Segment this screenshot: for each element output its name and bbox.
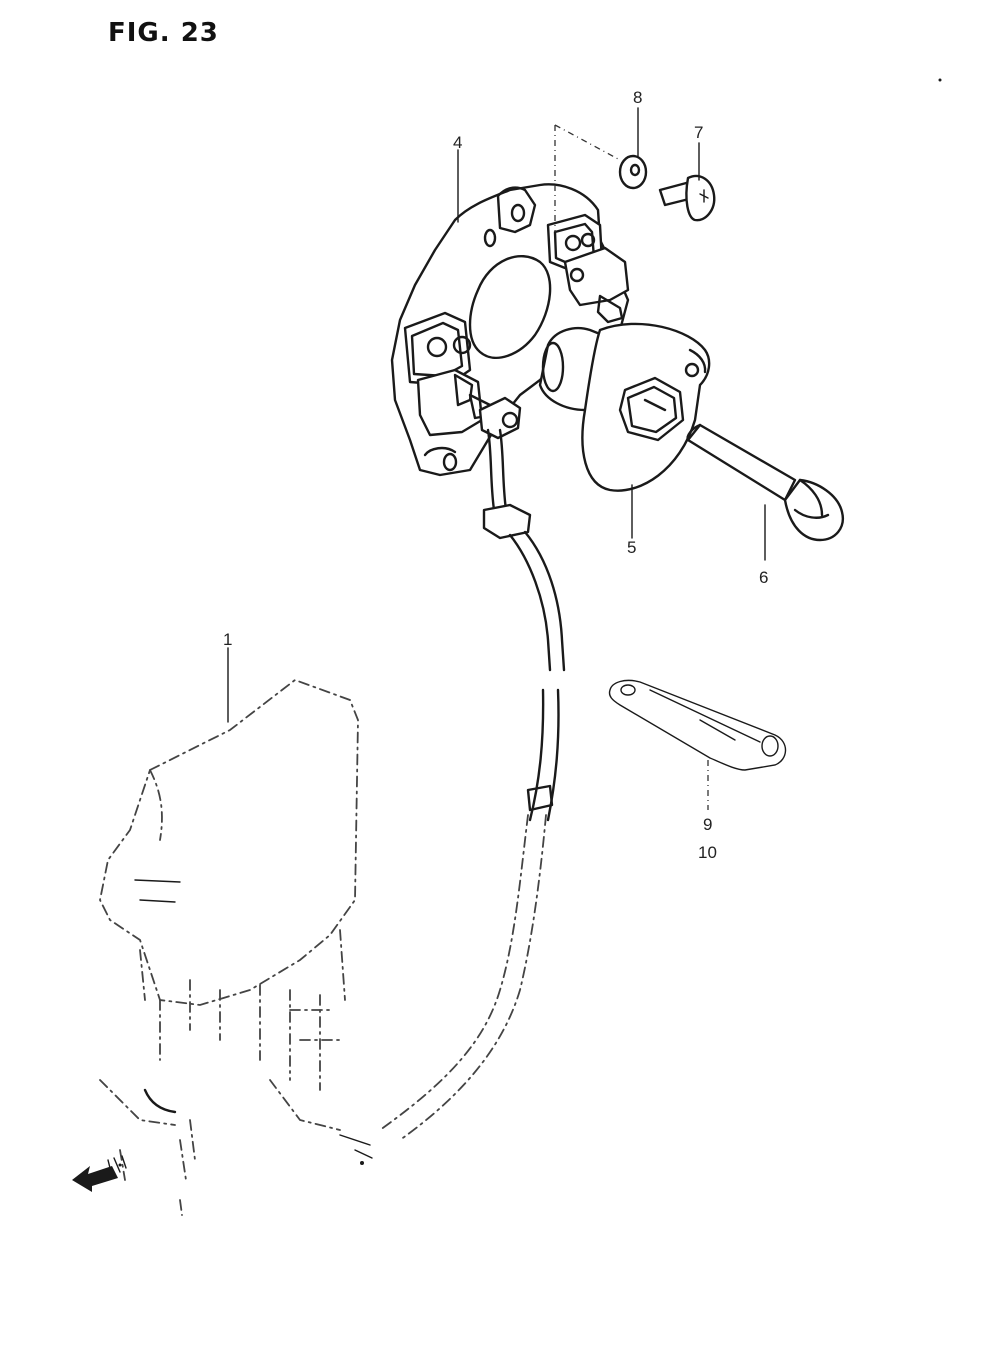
callout-6: 6 — [759, 568, 768, 587]
callout-7: 7 — [694, 123, 703, 142]
alignment-line — [554, 124, 621, 161]
callout-1: 1 — [223, 630, 232, 649]
terminal-clamp-part-9-10 — [608, 679, 787, 771]
callout-4: 4 — [453, 133, 462, 152]
screw-part-7 — [658, 174, 716, 222]
leader-lines — [227, 107, 766, 810]
callout-5: 5 — [627, 538, 636, 557]
callout-9: 9 — [703, 815, 712, 834]
callout-8: 8 — [633, 88, 642, 107]
base-plate-part-4 — [390, 183, 630, 477]
front-direction-arrow-icon — [72, 1155, 127, 1192]
washer-part-8 — [618, 154, 648, 190]
rotor-part-5 — [538, 322, 711, 492]
figure-title: FIG. 23 — [108, 18, 219, 48]
lead-wire — [339, 428, 566, 1165]
contact-block-right — [546, 213, 630, 324]
callout-10: 10 — [698, 843, 717, 862]
bolt-part-6 — [686, 423, 845, 542]
control-unit-part-1 — [99, 678, 359, 1216]
